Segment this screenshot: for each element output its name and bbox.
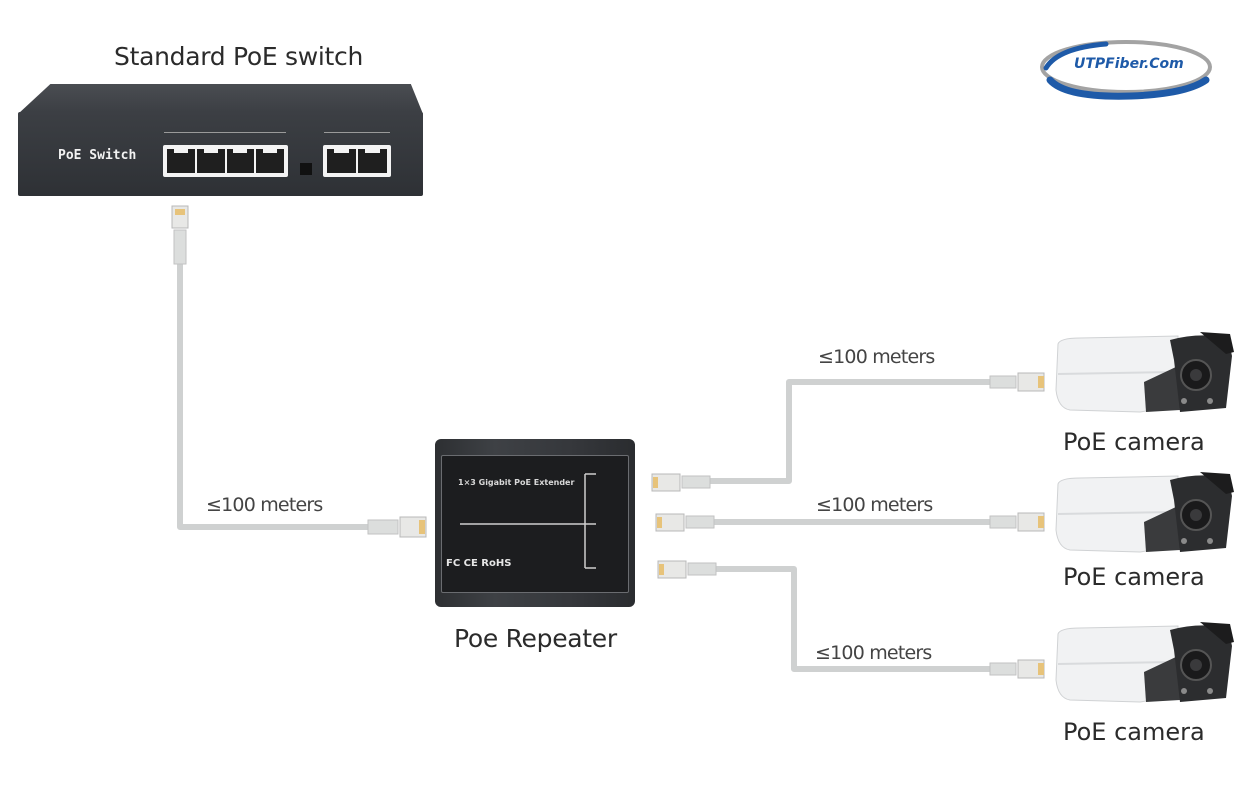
- switch-title: Standard PoE switch: [114, 42, 364, 71]
- switch-top-panel: [18, 84, 423, 114]
- ethernet-port-icon: [358, 149, 387, 173]
- ethernet-port-icon: [256, 149, 284, 173]
- cable-switch-to-repeater: [177, 259, 375, 530]
- poe-port-group-line: [164, 132, 286, 133]
- rj45-connector-icon: [989, 659, 1045, 679]
- rj45-connector-icon: [657, 560, 717, 579]
- camera-label: PoE camera: [1063, 563, 1205, 591]
- camera-label: PoE camera: [1063, 718, 1205, 746]
- cable-length-label: ≤100 meters: [206, 494, 323, 516]
- rj45-connector-icon: [171, 205, 189, 265]
- rj45-connector-icon: [989, 372, 1045, 392]
- ethernet-port-icon: [196, 149, 225, 173]
- cable-length-label: ≤100 meters: [816, 494, 933, 516]
- cable-length-label: ≤100 meters: [815, 642, 932, 664]
- bullet-camera-icon: [1055, 332, 1234, 413]
- poe-camera-device: [1050, 620, 1240, 710]
- uplink-port-group-line: [324, 132, 390, 133]
- cable-length-label: ≤100 meters: [818, 346, 935, 368]
- poe-camera-device: [1050, 470, 1240, 560]
- rj45-connectors: [171, 205, 1045, 679]
- switch-indicator-icon: [300, 163, 312, 175]
- ethernet-port-icon: [226, 149, 255, 173]
- rj45-connector-icon: [367, 516, 427, 538]
- repeater-title: Poe Repeater: [454, 624, 617, 653]
- camera-label: PoE camera: [1063, 428, 1205, 456]
- rj45-connector-icon: [651, 473, 711, 492]
- bullet-camera-icon: [1055, 622, 1234, 703]
- poe-port-group: [163, 145, 288, 177]
- certification-marks: FC CE RoHS: [446, 558, 512, 569]
- rj45-connector-icon: [989, 512, 1045, 532]
- bullet-camera-icon: [1055, 472, 1234, 553]
- cable-repeater-to-camera-1: [705, 379, 993, 484]
- logo-text: UTPFiber.Com: [1074, 56, 1184, 72]
- repeater-model-text: 1×3 Gigabit PoE Extender: [458, 478, 575, 487]
- switch-panel-label: PoE Switch: [58, 148, 137, 163]
- uplink-port-group: [323, 145, 391, 177]
- ethernet-port-icon: [167, 149, 195, 173]
- rj45-connector-icon: [655, 513, 715, 532]
- ethernet-port-icon: [327, 149, 356, 173]
- poe-camera-device: [1050, 330, 1240, 420]
- logo: UTPFiber.Com: [1036, 36, 1216, 102]
- logo-ring-icon: [1040, 40, 1212, 100]
- cable-repeater-to-camera-3: [711, 566, 993, 672]
